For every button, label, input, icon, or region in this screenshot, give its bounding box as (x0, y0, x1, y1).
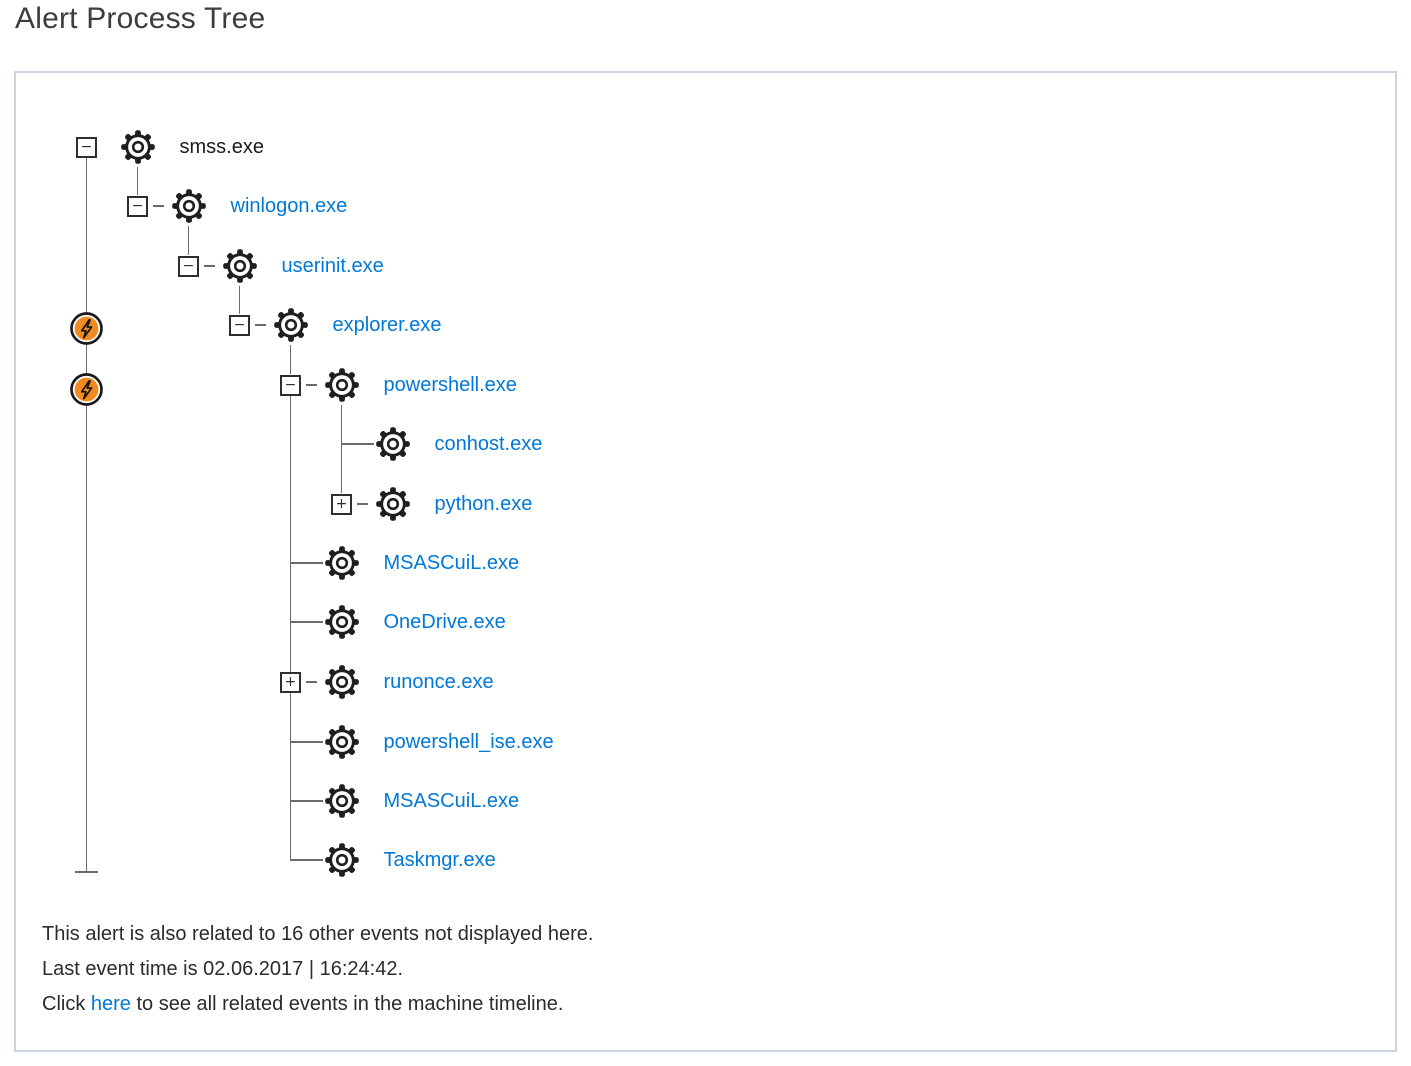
process-link-powershell-ise[interactable]: powershell_ise.exe (383, 731, 554, 753)
process-gear-icon (221, 247, 259, 285)
process-gear-icon (170, 187, 208, 225)
process-link-msascuil-1[interactable]: MSASCuiL.exe (383, 552, 520, 574)
process-link-taskmgr[interactable]: Taskmgr.exe (383, 849, 496, 871)
process-link-python[interactable]: python.exe (434, 493, 533, 515)
process-link-conhost[interactable]: conhost.exe (434, 433, 543, 455)
collapse-toggle-userinit[interactable]: − (178, 255, 199, 277)
footer-text-suffix: to see all related events in the machine… (130, 993, 564, 1015)
tree-connector (136, 167, 139, 195)
footer-timeline-hint: Click here to see all related events in … (42, 990, 563, 1018)
process-link-userinit[interactable]: userinit.exe (281, 255, 384, 277)
footer-text-prefix: Click (42, 993, 91, 1015)
tree-connector-dash (305, 384, 317, 386)
tree-connector-elbow (290, 800, 323, 802)
machine-timeline-link[interactable]: here (90, 993, 131, 1015)
tree-connector-dash (356, 503, 368, 505)
tree-connector-dash (152, 205, 164, 207)
alert-event-icon[interactable] (68, 371, 105, 408)
expand-toggle-runonce[interactable]: + (280, 671, 301, 693)
footer-last-event-time: Last event time is 02.06.2017 | 16:24:42… (42, 958, 403, 980)
tree-connector-elbow (341, 443, 374, 445)
process-label-smss: smss.exe (179, 136, 264, 158)
process-gear-icon (374, 425, 412, 463)
tree-connector-trunk (289, 396, 292, 861)
timeline-end-tick (75, 871, 98, 873)
process-gear-icon (119, 128, 157, 166)
tree-connector-elbow (290, 859, 323, 861)
process-link-onedrive[interactable]: OneDrive.exe (383, 611, 506, 633)
process-link-msascuil-2[interactable]: MSASCuiL.exe (383, 790, 520, 812)
tree-connector (238, 286, 241, 314)
process-gear-icon (374, 485, 412, 523)
tree-connector (289, 345, 292, 374)
process-link-powershell[interactable]: powershell.exe (383, 374, 517, 396)
process-gear-icon (323, 782, 361, 820)
process-gear-icon (323, 366, 361, 404)
tree-connector-dash (203, 265, 215, 267)
expand-toggle-python[interactable]: + (331, 493, 352, 515)
process-link-runonce[interactable]: runonce.exe (383, 671, 494, 693)
footer-related-events-text: This alert is also related to 16 other e… (42, 923, 594, 945)
tree-connector-dash (305, 681, 317, 683)
timeline-line (85, 158, 88, 872)
tree-connector-elbow (290, 741, 323, 743)
process-link-winlogon[interactable]: winlogon.exe (230, 195, 348, 217)
tree-connector (187, 226, 190, 255)
process-link-explorer[interactable]: explorer.exe (332, 314, 442, 336)
tree-connector-elbow (290, 562, 323, 564)
collapse-toggle-powershell[interactable]: − (280, 374, 301, 396)
process-tree-panel (14, 71, 1397, 1052)
collapse-toggle-explorer[interactable]: − (229, 314, 250, 336)
process-gear-icon (323, 723, 361, 761)
tree-connector-trunk (340, 405, 343, 493)
process-gear-icon (272, 306, 310, 344)
process-gear-icon (323, 544, 361, 582)
process-gear-icon (323, 841, 361, 879)
process-gear-icon (323, 603, 361, 641)
collapse-toggle-smss[interactable]: − (76, 136, 97, 158)
tree-connector-dash (254, 324, 266, 326)
collapse-toggle-winlogon[interactable]: − (127, 195, 148, 217)
tree-connector-elbow (290, 621, 323, 623)
page-title: Alert Process Tree (15, 2, 266, 35)
alert-event-icon[interactable] (68, 310, 105, 347)
process-gear-icon (323, 663, 361, 701)
